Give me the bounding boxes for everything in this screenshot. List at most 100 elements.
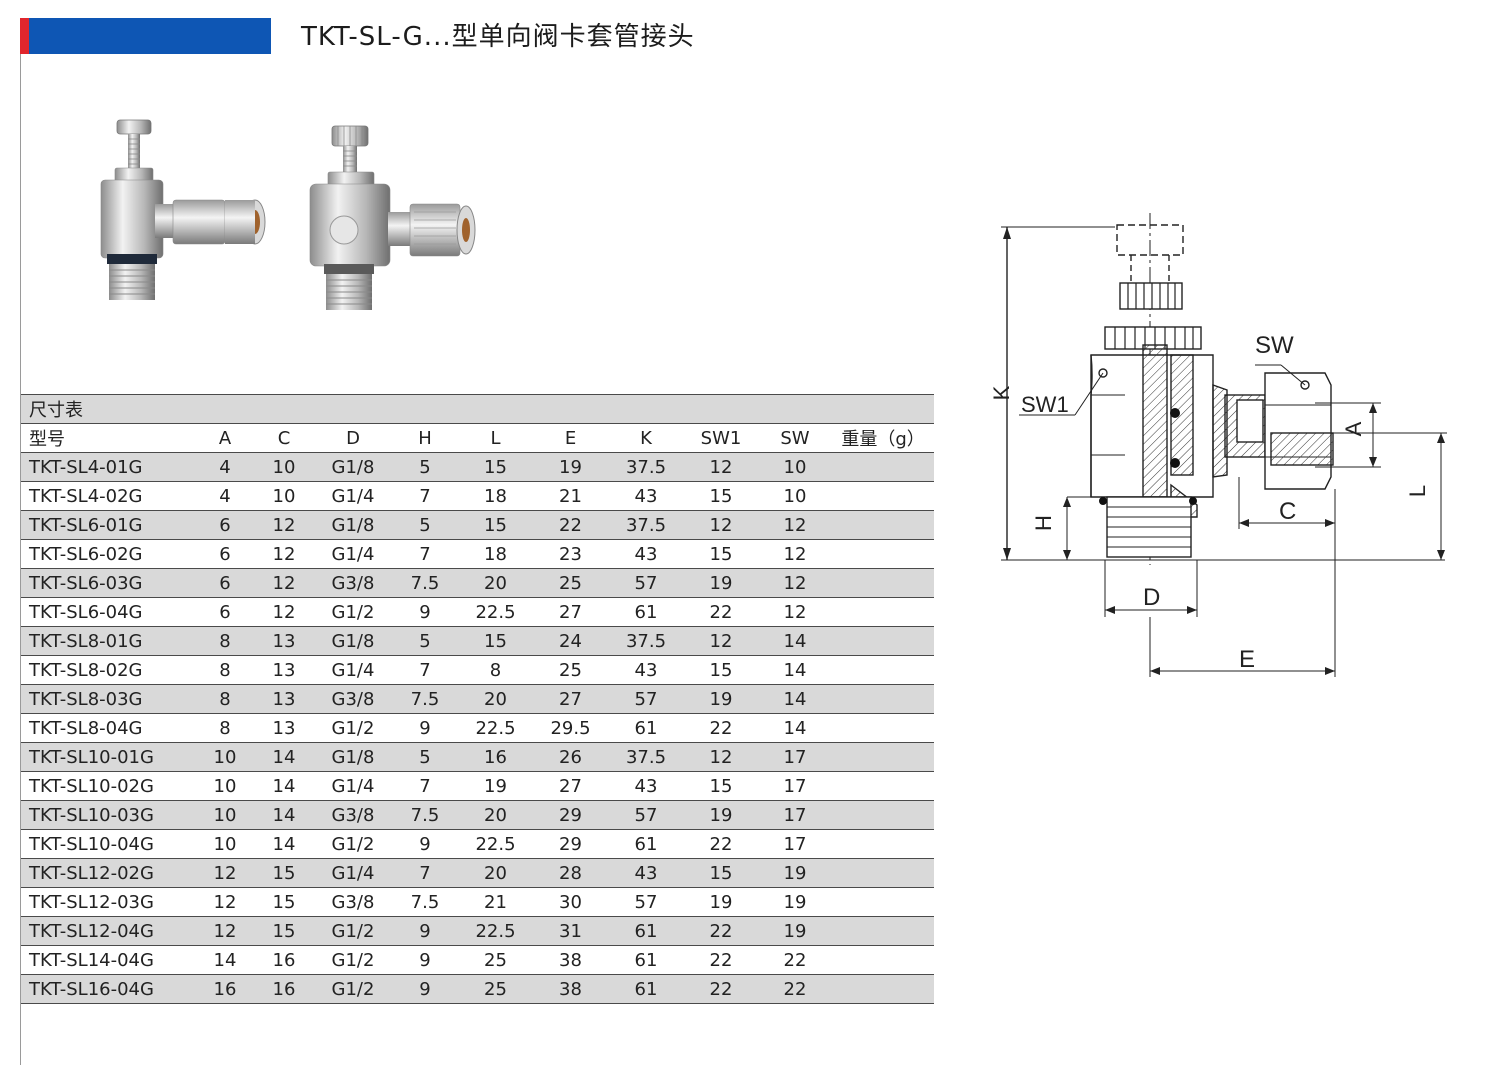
value-cell: 10 — [758, 481, 832, 511]
value-cell: 28 — [533, 858, 608, 888]
label-e: E — [1239, 646, 1255, 673]
value-cell: 14 — [254, 829, 314, 859]
value-cell: 16 — [196, 974, 254, 1004]
value-cell: 15 — [458, 626, 533, 656]
value-cell: 25 — [458, 974, 533, 1004]
value-cell: 18 — [458, 539, 533, 569]
model-cell: TKT-SL4-01G — [21, 452, 196, 482]
table-header-row: 型号 A C D H L E K SW1 SW 重量（g） — [21, 423, 935, 453]
value-cell: 15 — [684, 481, 758, 511]
value-cell: 29 — [533, 829, 608, 859]
model-cell: TKT-SL10-02G — [21, 771, 196, 801]
value-cell: 7 — [392, 858, 458, 888]
value-cell: 27 — [533, 597, 608, 627]
value-cell: 23 — [533, 539, 608, 569]
value-cell: 37.5 — [608, 626, 684, 656]
value-cell: 61 — [608, 829, 684, 859]
value-cell: 43 — [608, 539, 684, 569]
header-accent-bar — [20, 18, 271, 54]
value-cell: 12 — [684, 742, 758, 772]
label-d: D — [1143, 584, 1160, 611]
value-cell: 19 — [458, 771, 533, 801]
value-cell: 13 — [254, 655, 314, 685]
value-cell: 17 — [758, 742, 832, 772]
value-cell: G1/2 — [314, 713, 392, 743]
value-cell: 12 — [196, 858, 254, 888]
column-header: D — [314, 423, 392, 453]
value-cell — [832, 713, 935, 743]
value-cell: 14 — [254, 800, 314, 830]
value-cell: 12 — [196, 916, 254, 946]
value-cell: 14 — [758, 684, 832, 714]
value-cell: 8 — [458, 655, 533, 685]
value-cell: 6 — [196, 510, 254, 540]
value-cell: 7.5 — [392, 684, 458, 714]
value-cell: 16 — [458, 742, 533, 772]
value-cell: 9 — [392, 829, 458, 859]
value-cell — [832, 742, 935, 772]
value-cell: 61 — [608, 713, 684, 743]
value-cell: 22.5 — [458, 597, 533, 627]
model-cell: TKT-SL12-03G — [21, 887, 196, 917]
model-cell: TKT-SL12-04G — [21, 916, 196, 946]
value-cell: 19 — [533, 452, 608, 482]
value-cell: 29.5 — [533, 713, 608, 743]
value-cell — [832, 452, 935, 482]
model-cell: TKT-SL10-04G — [21, 829, 196, 859]
value-cell: 61 — [608, 945, 684, 975]
value-cell: 19 — [684, 887, 758, 917]
value-cell: 14 — [758, 713, 832, 743]
value-cell: 12 — [254, 539, 314, 569]
column-header: 重量（g） — [832, 423, 935, 453]
value-cell: 19 — [758, 858, 832, 888]
value-cell — [832, 858, 935, 888]
value-cell: 5 — [392, 452, 458, 482]
value-cell: 12 — [196, 887, 254, 917]
value-cell: 22 — [758, 945, 832, 975]
header-accent-red — [20, 18, 29, 54]
value-cell: 10 — [196, 800, 254, 830]
value-cell — [832, 510, 935, 540]
value-cell: G1/8 — [314, 452, 392, 482]
value-cell: G1/8 — [314, 742, 392, 772]
value-cell: 10 — [254, 452, 314, 482]
column-header: A — [196, 423, 254, 453]
value-cell: 9 — [392, 713, 458, 743]
value-cell: 57 — [608, 800, 684, 830]
value-cell: 21 — [458, 887, 533, 917]
value-cell: 57 — [608, 887, 684, 917]
value-cell: 43 — [608, 771, 684, 801]
value-cell: 13 — [254, 713, 314, 743]
value-cell: 12 — [254, 510, 314, 540]
model-cell: TKT-SL8-01G — [21, 626, 196, 656]
value-cell — [832, 539, 935, 569]
value-cell: 22.5 — [458, 829, 533, 859]
value-cell: 12 — [758, 597, 832, 627]
value-cell: 21 — [533, 481, 608, 511]
label-k: K — [989, 385, 1014, 400]
value-cell: 20 — [458, 684, 533, 714]
value-cell — [832, 945, 935, 975]
value-cell: 22 — [684, 974, 758, 1004]
value-cell: 9 — [392, 974, 458, 1004]
column-header: L — [458, 423, 533, 453]
value-cell: G1/4 — [314, 858, 392, 888]
label-a: A — [1341, 421, 1366, 436]
value-cell: 57 — [608, 568, 684, 598]
label-l: L — [1405, 485, 1430, 497]
value-cell: 4 — [196, 481, 254, 511]
value-cell: 37.5 — [608, 510, 684, 540]
value-cell: 13 — [254, 626, 314, 656]
column-header: C — [254, 423, 314, 453]
value-cell: 6 — [196, 597, 254, 627]
value-cell: 8 — [196, 655, 254, 685]
